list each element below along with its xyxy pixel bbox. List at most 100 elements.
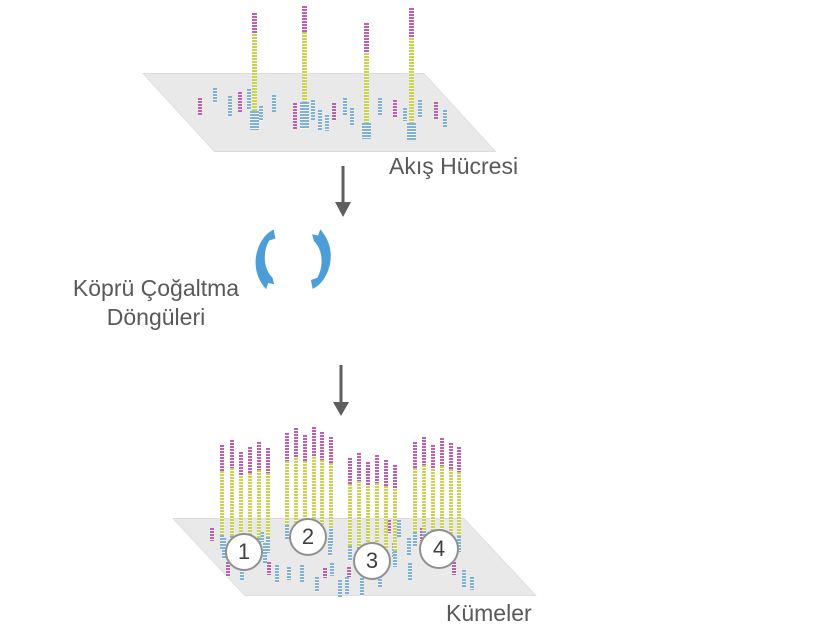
cluster-marker-4: 4 bbox=[419, 529, 459, 569]
dna-strand-segment bbox=[440, 438, 444, 466]
dna-strand-segment bbox=[320, 460, 324, 528]
dna-strand-segment bbox=[345, 577, 349, 594]
dna-strand-segment bbox=[431, 445, 435, 469]
dna-strand-segment bbox=[409, 8, 414, 38]
dna-strand-segment bbox=[285, 461, 289, 525]
dna-strand-segment bbox=[266, 448, 270, 473]
dna-strand-segment bbox=[360, 578, 364, 596]
dna-strand-segment bbox=[434, 102, 438, 119]
dna-strand-segment bbox=[366, 486, 370, 548]
dna-strand-segment bbox=[348, 546, 352, 561]
cluster-marker-1: 1 bbox=[225, 533, 263, 571]
dna-strand-segment bbox=[250, 111, 259, 130]
dna-strand-segment bbox=[272, 95, 276, 112]
dna-strand-segment bbox=[325, 115, 329, 131]
dna-strand-segment bbox=[300, 565, 304, 582]
dna-strand-segment bbox=[230, 468, 234, 536]
dna-strand-segment bbox=[252, 34, 257, 111]
dna-strand-segment bbox=[362, 123, 371, 139]
dna-strand-segment bbox=[257, 442, 261, 470]
dna-strand-segment bbox=[350, 108, 354, 125]
down-arrow-icon bbox=[335, 166, 351, 217]
bridge-cycles-label: Köprü Çoğaltma Döngüleri bbox=[51, 274, 261, 332]
dna-strand-segment bbox=[462, 570, 466, 587]
dna-strand-segment bbox=[226, 562, 230, 577]
bridge-cycles-label-line2: Döngüleri bbox=[106, 304, 206, 330]
dna-strand-segment bbox=[302, 6, 307, 32]
dna-strand-segment bbox=[357, 481, 361, 547]
dna-strand-segment bbox=[413, 468, 417, 532]
dna-strand-segment bbox=[384, 486, 388, 550]
dna-strand-segment bbox=[222, 538, 226, 559]
dna-strand-segment bbox=[275, 565, 279, 583]
dna-strand-segment bbox=[375, 455, 379, 483]
cycle-arrows-icon bbox=[255, 229, 331, 290]
dna-strand-segment bbox=[378, 98, 382, 115]
dna-strand-segment bbox=[248, 473, 252, 539]
dna-strand-segment bbox=[259, 106, 263, 121]
dna-strand-segment bbox=[220, 535, 224, 550]
dna-strand-segment bbox=[449, 443, 453, 469]
dna-strand-segment bbox=[413, 532, 417, 547]
dna-strand-segment bbox=[366, 462, 370, 486]
cycle-arrow-left bbox=[255, 229, 276, 290]
dna-strand-segment bbox=[364, 53, 369, 123]
dna-strand-segment bbox=[440, 466, 444, 534]
cluster-marker-2: 2 bbox=[289, 518, 327, 556]
cycle-arrow-right bbox=[310, 229, 331, 289]
dna-strand-segment bbox=[409, 38, 414, 123]
dna-strand-segment bbox=[348, 458, 352, 484]
dna-strand-segment bbox=[393, 465, 397, 489]
dna-strand-segment bbox=[457, 447, 461, 472]
dna-strand-segment bbox=[407, 123, 416, 140]
dna-strand-segment bbox=[315, 577, 319, 592]
dna-strand-segment bbox=[213, 88, 217, 103]
cluster-marker-3: 3 bbox=[353, 542, 391, 580]
dna-strand-segment bbox=[403, 108, 407, 121]
clusters-label: Kümeler bbox=[446, 600, 532, 626]
dna-strand-segment bbox=[347, 567, 351, 577]
dna-strand-segment bbox=[312, 427, 316, 457]
dna-strand-segment bbox=[422, 465, 426, 531]
dna-strand-segment bbox=[384, 460, 388, 486]
dna-strand-segment bbox=[239, 476, 243, 538]
dna-strand-segment bbox=[418, 100, 422, 118]
dna-strand-segment bbox=[312, 457, 316, 527]
dna-strand-segment bbox=[287, 567, 291, 580]
dna-strand-segment bbox=[263, 543, 267, 563]
dna-strand-segment bbox=[318, 110, 322, 130]
dna-strand-segment bbox=[303, 461, 307, 527]
bridge-cycles-label-line1: Köprü Çoğaltma bbox=[72, 275, 240, 301]
dna-strand-segment bbox=[267, 562, 271, 575]
dna-strand-segment bbox=[457, 536, 461, 552]
dna-strand-segment bbox=[247, 89, 251, 110]
dna-strand-segment bbox=[230, 440, 234, 468]
dna-strand-segment bbox=[338, 580, 342, 597]
dna-strand-segment bbox=[470, 577, 474, 590]
dna-strand-segment bbox=[457, 472, 461, 536]
dna-strand-segment bbox=[260, 532, 264, 542]
dna-strand-segment bbox=[422, 437, 426, 465]
dna-strand-segment bbox=[294, 458, 298, 526]
dna-strand-segment bbox=[357, 453, 361, 481]
dna-strand-segment bbox=[393, 100, 397, 118]
dna-strand-segment bbox=[252, 13, 257, 34]
dna-strand-segment bbox=[328, 538, 332, 556]
dna-strand-segment bbox=[387, 520, 391, 533]
dna-strand-segment bbox=[248, 447, 252, 473]
dna-strand-segment bbox=[266, 473, 270, 537]
dna-strand-segment bbox=[375, 483, 379, 549]
dna-strand-segment bbox=[329, 463, 333, 529]
dna-strand-segment bbox=[320, 432, 324, 460]
dna-strand-segment bbox=[303, 435, 307, 461]
dna-strand-segment bbox=[293, 103, 297, 129]
dna-strand-segment bbox=[332, 103, 336, 121]
dna-strand-segment bbox=[408, 563, 412, 580]
dna-strand-segment bbox=[257, 470, 261, 538]
dna-strand-segment bbox=[348, 484, 352, 546]
dna-strand-segment bbox=[329, 437, 333, 463]
dna-strand-segment bbox=[452, 562, 456, 575]
dna-strand-segment bbox=[431, 469, 435, 533]
dna-strand-segment bbox=[210, 528, 214, 541]
